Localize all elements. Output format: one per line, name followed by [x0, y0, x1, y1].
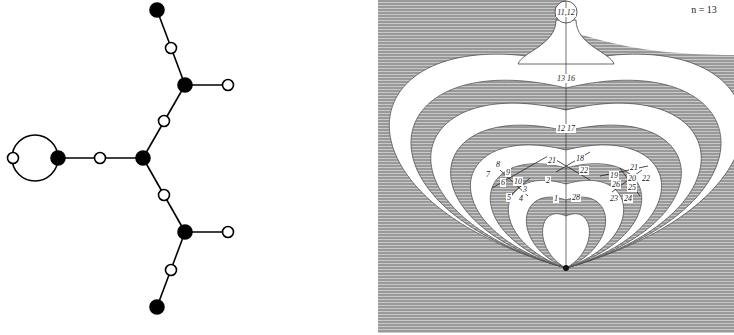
- crossing-number: 22: [641, 174, 651, 183]
- crossing-number: 6: [500, 178, 506, 187]
- crossing-number: 2: [545, 176, 551, 185]
- white-vertex: [166, 265, 177, 276]
- crossing-number: 11,12: [556, 8, 575, 17]
- axis-line: [566, 1, 567, 268]
- figure-label: n = 13: [690, 4, 718, 15]
- white-vertex: [159, 190, 170, 201]
- graph-edge: [143, 85, 185, 158]
- crossing-number: 21: [629, 163, 639, 172]
- crossing-number: 1: [553, 194, 559, 203]
- bottom-point: [563, 265, 569, 271]
- crossing-number: 9: [505, 168, 511, 177]
- crossing-number: 25: [627, 183, 637, 192]
- crossing-number: 12 17: [556, 124, 576, 133]
- engraving: [378, 0, 734, 333]
- dessin-graph: [12, 10, 228, 307]
- white-vertex: [166, 43, 177, 54]
- crossing-number: 3: [522, 185, 528, 194]
- black-vertex: [178, 78, 192, 92]
- white-vertex: [223, 80, 234, 91]
- black-vertex: [150, 3, 164, 17]
- crossing-number: 23: [609, 194, 619, 203]
- white-vertex: [223, 227, 234, 238]
- black-vertex: [51, 151, 65, 165]
- white-vertex: [8, 153, 19, 164]
- crossing-number: 13 16: [556, 74, 576, 83]
- crossing-lines: [492, 152, 648, 196]
- crossing-number: 4: [518, 194, 524, 203]
- black-vertex: [136, 151, 150, 165]
- graph-edge: [157, 232, 185, 307]
- crossing-number: 21: [547, 156, 557, 165]
- crossing-number: 7: [485, 170, 491, 179]
- crossing-number: 22: [579, 166, 589, 175]
- crossing-number: 8: [495, 160, 501, 169]
- crossing-number: 18: [575, 154, 585, 163]
- crossing-number: 24: [623, 194, 633, 203]
- black-vertex: [178, 225, 192, 239]
- crossing-number: 28: [571, 193, 581, 202]
- graph-edge: [143, 158, 185, 232]
- white-vertex: [159, 116, 170, 127]
- graph-edge: [157, 10, 185, 85]
- black-vertex: [150, 300, 164, 314]
- crossing-number: 5: [506, 193, 512, 202]
- crossing-number: 19: [609, 171, 619, 180]
- crossing-number: 26: [611, 180, 621, 189]
- heart-band: [389, 54, 734, 268]
- white-vertex: [95, 153, 106, 164]
- crossing-number: 20: [627, 174, 637, 183]
